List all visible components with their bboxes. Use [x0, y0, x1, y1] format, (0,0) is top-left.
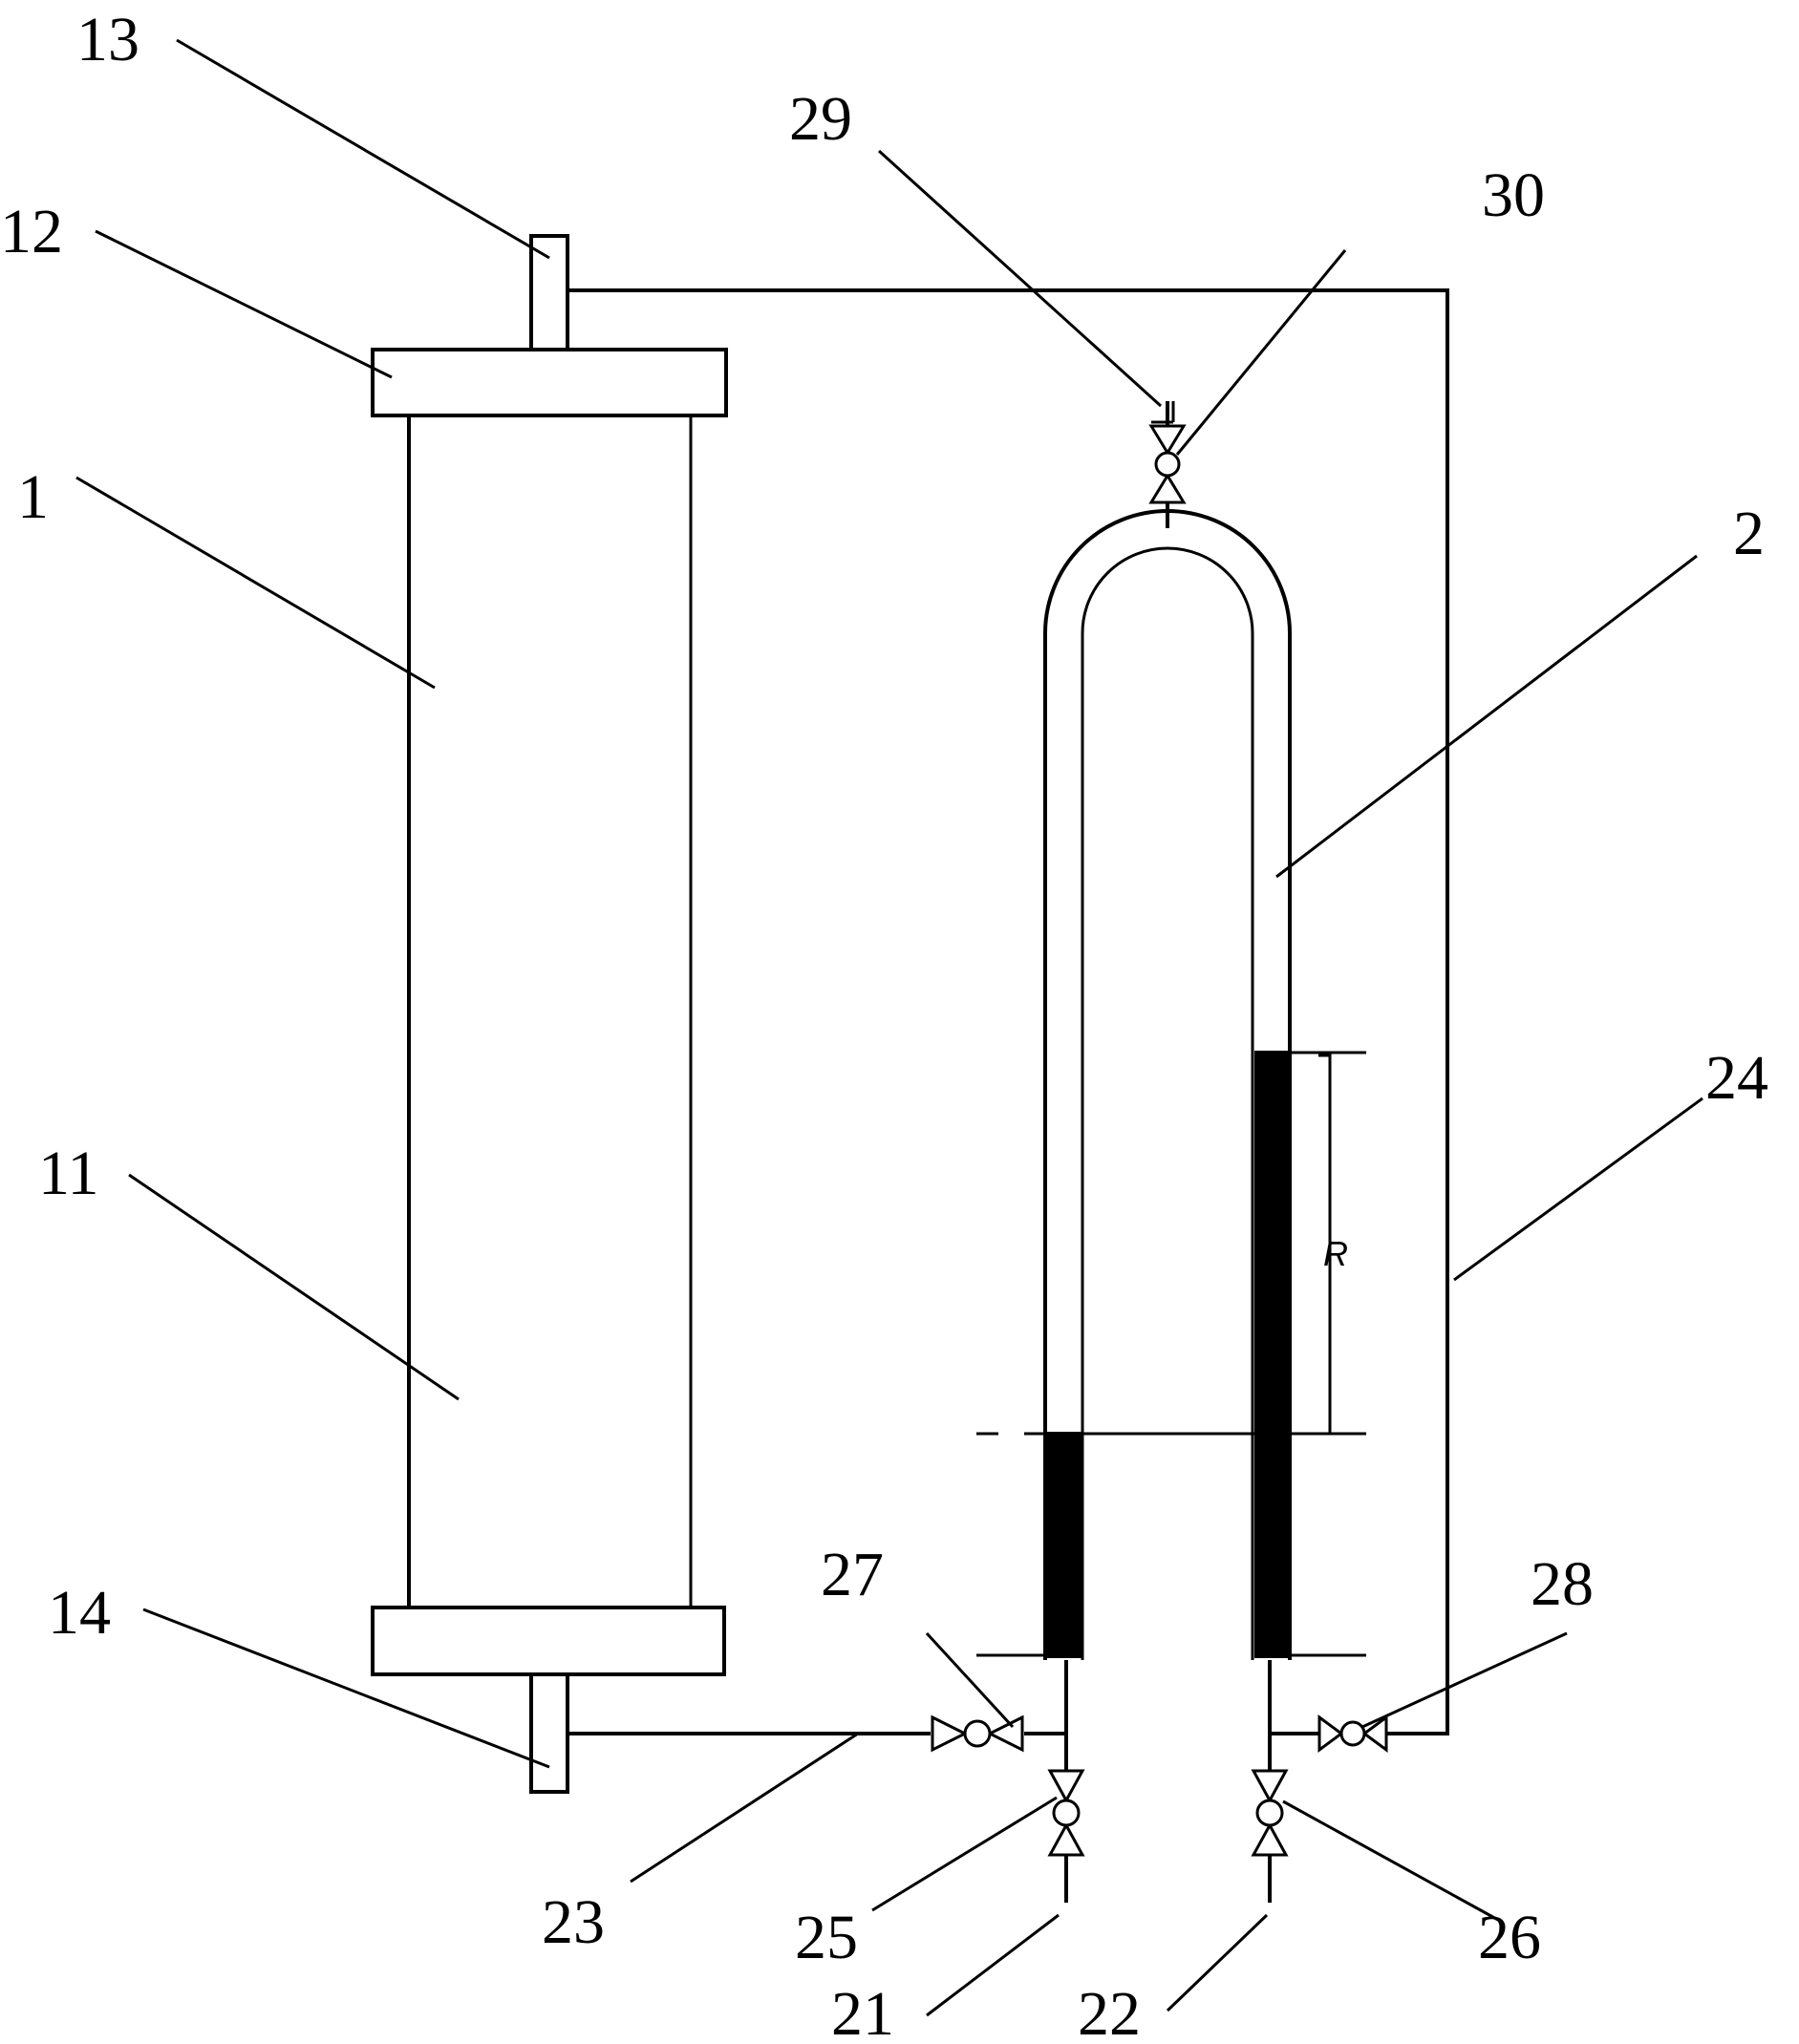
- label-22: 22: [1078, 1979, 1141, 2044]
- valve-30: [1148, 424, 1187, 504]
- label-23: 23: [542, 1887, 605, 1957]
- label-30: 30: [1482, 160, 1545, 230]
- label-28: 28: [1531, 1549, 1594, 1619]
- r-label: R: [1323, 1234, 1348, 1273]
- level-reference-lines: [976, 1051, 1366, 1657]
- valve-26: [1251, 1769, 1289, 1857]
- right-liquid-column: [1254, 1051, 1290, 1658]
- label-12: 12: [0, 197, 63, 266]
- label-2: 2: [1733, 499, 1765, 568]
- valve-28: [1317, 1714, 1388, 1753]
- leader-lines: [75, 38, 1703, 2017]
- upper-connecting-pipe: [568, 288, 1449, 1735]
- top-nozzle: [529, 234, 569, 351]
- label-21: 21: [831, 1979, 894, 2044]
- label-29: 29: [789, 84, 852, 154]
- r-dimension-line: [1318, 1053, 1332, 1434]
- column-body: [407, 415, 693, 1608]
- u-tube-manometer: [1043, 509, 1292, 1660]
- label-13: 13: [76, 5, 139, 75]
- label-26: 26: [1478, 1903, 1541, 1972]
- valve-25: [1047, 1769, 1085, 1857]
- label-25: 25: [795, 1903, 858, 1972]
- label-11: 11: [38, 1139, 99, 1208]
- label-14: 14: [48, 1578, 111, 1648]
- left-liquid-column: [1047, 1432, 1082, 1658]
- valve-27: [931, 1714, 1024, 1753]
- label-1: 1: [17, 462, 49, 532]
- label-24: 24: [1705, 1043, 1768, 1113]
- label-27: 27: [821, 1540, 884, 1609]
